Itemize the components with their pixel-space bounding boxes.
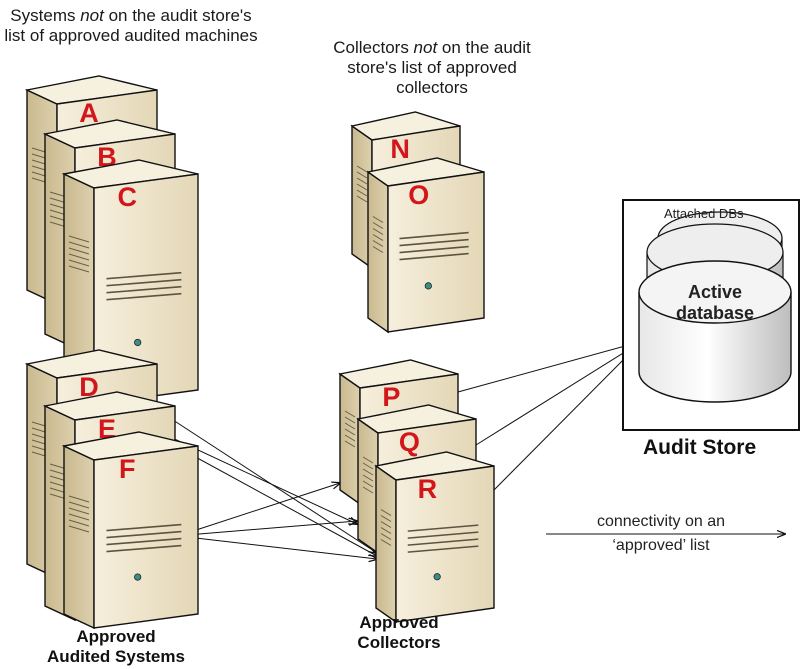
- caption-collectors-pre: Collectors: [333, 38, 414, 57]
- server-label-n: N: [390, 134, 410, 164]
- server-label-d: D: [79, 372, 99, 402]
- active-database-label: Active database: [655, 282, 775, 324]
- server-side-face: [63, 444, 95, 630]
- server-side-face: [339, 372, 361, 506]
- caption-systems-italic: not: [80, 6, 104, 25]
- caption-unapproved-systems: Systems not on the audit store's list of…: [0, 6, 262, 46]
- server-side-face: [367, 170, 389, 334]
- server-vents: [356, 165, 368, 203]
- arrow-e-to-q: [167, 435, 357, 524]
- server-drive-bays: [407, 524, 479, 553]
- arrow-d-to-r: [149, 404, 377, 553]
- power-button-icon: [134, 338, 142, 347]
- server-vents: [68, 495, 90, 533]
- server-label-a: A: [79, 98, 99, 128]
- arrow-q-to-store: [475, 345, 636, 446]
- approved-collectors-line1: Approved: [359, 613, 439, 632]
- caption-collectors-post: on the audit store's list of approved co…: [347, 38, 531, 97]
- server-front-face: [395, 465, 495, 623]
- arrow-f-to-r: [186, 536, 377, 559]
- arrow-f-to-q: [186, 521, 357, 536]
- server-label-f: F: [119, 454, 136, 484]
- legend-line1: connectivity on an: [596, 513, 726, 530]
- server-o: O: [366, 157, 485, 334]
- arrow-f-to-p: [186, 483, 340, 534]
- server-f: F: [61, 431, 199, 630]
- connection-arrows: [149, 343, 636, 559]
- arrow-e-to-r: [167, 441, 377, 556]
- active-db-line1: Active: [687, 282, 743, 302]
- power-button-icon: [424, 282, 432, 290]
- arrow-r-to-store: [491, 347, 636, 493]
- legend-text: connectivity on an ‘approved’ list: [556, 512, 766, 556]
- server-label-o: O: [408, 180, 429, 210]
- server-c: C: [61, 159, 199, 406]
- server-drive-bays: [106, 271, 182, 301]
- server-vents: [344, 410, 356, 448]
- server-label-q: Q: [399, 427, 420, 457]
- approved-audited-systems-title: Approved Audited Systems: [0, 627, 232, 667]
- server-vents: [380, 509, 392, 546]
- server-label-r: R: [418, 474, 438, 504]
- server-vents: [372, 216, 384, 253]
- server-vents: [362, 456, 374, 494]
- server-drive-bays: [106, 523, 182, 553]
- caption-unapproved-collectors: Collectors not on the audit store's list…: [326, 38, 538, 98]
- legend-line2: ‘approved’ list: [612, 537, 710, 554]
- active-db-line2: database: [675, 303, 755, 323]
- server-side-face: [357, 417, 379, 555]
- server-label-p: P: [382, 382, 400, 412]
- power-button-icon: [433, 573, 441, 581]
- approved-systems-line1: Approved: [76, 627, 156, 646]
- server-vents: [68, 235, 90, 273]
- approved-systems-line2: Audited Systems: [47, 647, 185, 666]
- server-front-face: [93, 445, 199, 629]
- audit-store-title: Audit Store: [643, 436, 757, 459]
- server-drive-bays: [399, 231, 469, 261]
- server-label-c: C: [118, 182, 138, 212]
- server-side-face: [375, 464, 397, 624]
- approved-collectors-title: Approved Collectors: [340, 613, 458, 653]
- power-button-icon: [134, 573, 142, 581]
- arrow-p-to-store: [457, 343, 636, 393]
- caption-systems-pre: Systems: [10, 6, 81, 25]
- caption-systems-post: on the audit store's list of approved au…: [4, 6, 258, 45]
- audit-store-box: [622, 199, 800, 431]
- attached-dbs-label: Attached DBs: [664, 206, 744, 221]
- server-r: R: [374, 451, 495, 624]
- approved-collectors-line2: Collectors: [357, 633, 441, 652]
- caption-collectors-italic: not: [413, 38, 438, 57]
- active-database-cylinder: [638, 260, 792, 403]
- server-front-face: [387, 171, 485, 333]
